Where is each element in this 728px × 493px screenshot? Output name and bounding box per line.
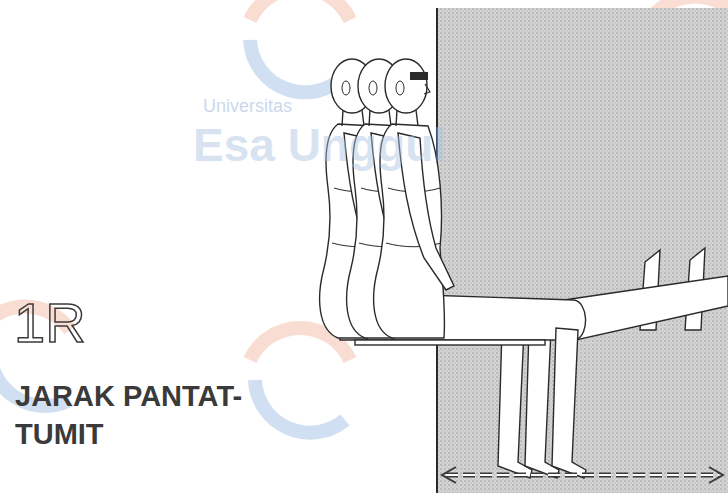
watermark: Universitas (203, 96, 292, 117)
seat (355, 340, 545, 345)
figure-code: 1R (14, 290, 86, 355)
seated-figures (320, 0, 728, 478)
watermark: Esa Unggul (193, 118, 446, 172)
shaded-wall (437, 8, 728, 493)
dimension-arrow (442, 467, 723, 483)
diagram-title: JARAK PANTAT- TUMIT (15, 377, 260, 453)
